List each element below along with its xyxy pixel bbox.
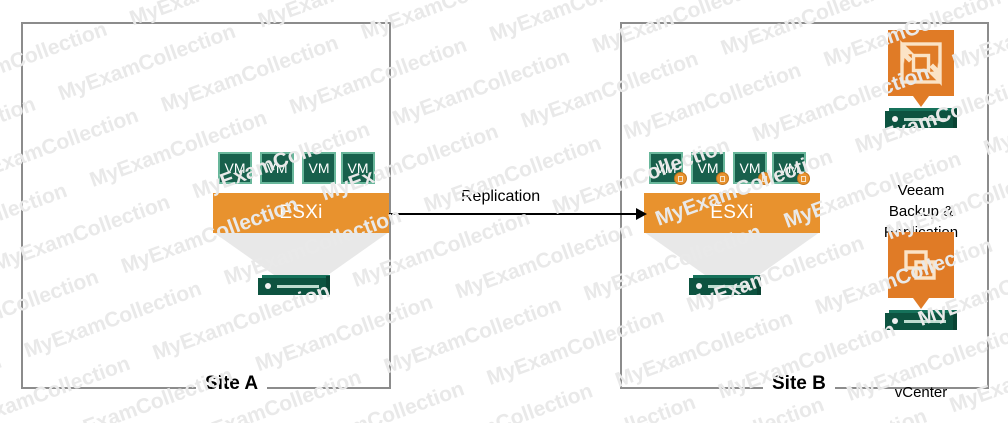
site-a-esxi-host: ESXi <box>213 193 389 233</box>
server-side <box>953 109 957 128</box>
site-b-vm-1-replica-badge <box>674 172 687 185</box>
site-b-server-icon <box>689 275 761 297</box>
vcenter-icon-bubble <box>888 232 954 309</box>
server-led <box>892 318 898 324</box>
server-slot <box>904 118 946 121</box>
vm-label: VM <box>224 160 246 176</box>
site-b-vm-4: VM <box>772 152 806 184</box>
server-side <box>953 311 957 330</box>
server-led <box>892 116 898 122</box>
site-b-vm-4-replica-badge <box>797 172 810 185</box>
server-top <box>693 275 761 279</box>
vm-label: VM <box>739 160 761 176</box>
replication-label: Replication <box>461 188 541 205</box>
replication-arrow-line <box>389 213 636 215</box>
veeam-replication-icon <box>900 40 942 86</box>
vcenter-server-icon <box>885 310 957 332</box>
vm-label: VM <box>655 160 677 176</box>
server-slot <box>904 320 946 323</box>
site-a-vm-2: VM <box>260 152 294 184</box>
vcenter-label: vCenter <box>894 384 948 401</box>
server-top <box>889 310 957 314</box>
vcenter-icon <box>904 250 936 280</box>
esxi-label: ESXi <box>279 202 323 223</box>
site-b-esxi-host: ESXi <box>644 193 820 233</box>
vm-label: VM <box>778 160 800 176</box>
server-side <box>326 276 330 295</box>
server-slot <box>277 285 319 288</box>
server-top <box>889 108 957 112</box>
vm-label: VM <box>308 160 330 176</box>
site-a-label: Site A <box>196 373 268 395</box>
site-a-server-icon <box>258 275 330 297</box>
site-b-label: Site B <box>763 373 835 395</box>
site-b-vm-3-replica-badge <box>758 172 771 185</box>
server-slot <box>708 285 750 288</box>
server-side <box>757 276 761 295</box>
site-a-vm-1: VM <box>218 152 252 184</box>
server-led <box>696 283 702 289</box>
site-b-vm-3: VM <box>733 152 767 184</box>
vm-label: VM <box>266 160 288 176</box>
site-a-vm-3: VM <box>302 152 336 184</box>
veeam-icon-bubble <box>888 30 954 107</box>
esxi-label: ESXi <box>710 202 754 223</box>
server-led <box>265 283 271 289</box>
vcenter-appliance: vCenter <box>862 232 980 403</box>
vm-label: VM <box>347 160 369 176</box>
server-top <box>262 275 330 279</box>
vm-label: VM <box>697 160 719 176</box>
site-b-vm-2-replica-badge <box>716 172 729 185</box>
veeam-server-icon <box>885 108 957 130</box>
site-a-vm-4: VM <box>341 152 375 184</box>
replication-arrow-head <box>636 208 647 220</box>
veeam-appliance: Veeam Backup & Replication <box>862 30 980 243</box>
